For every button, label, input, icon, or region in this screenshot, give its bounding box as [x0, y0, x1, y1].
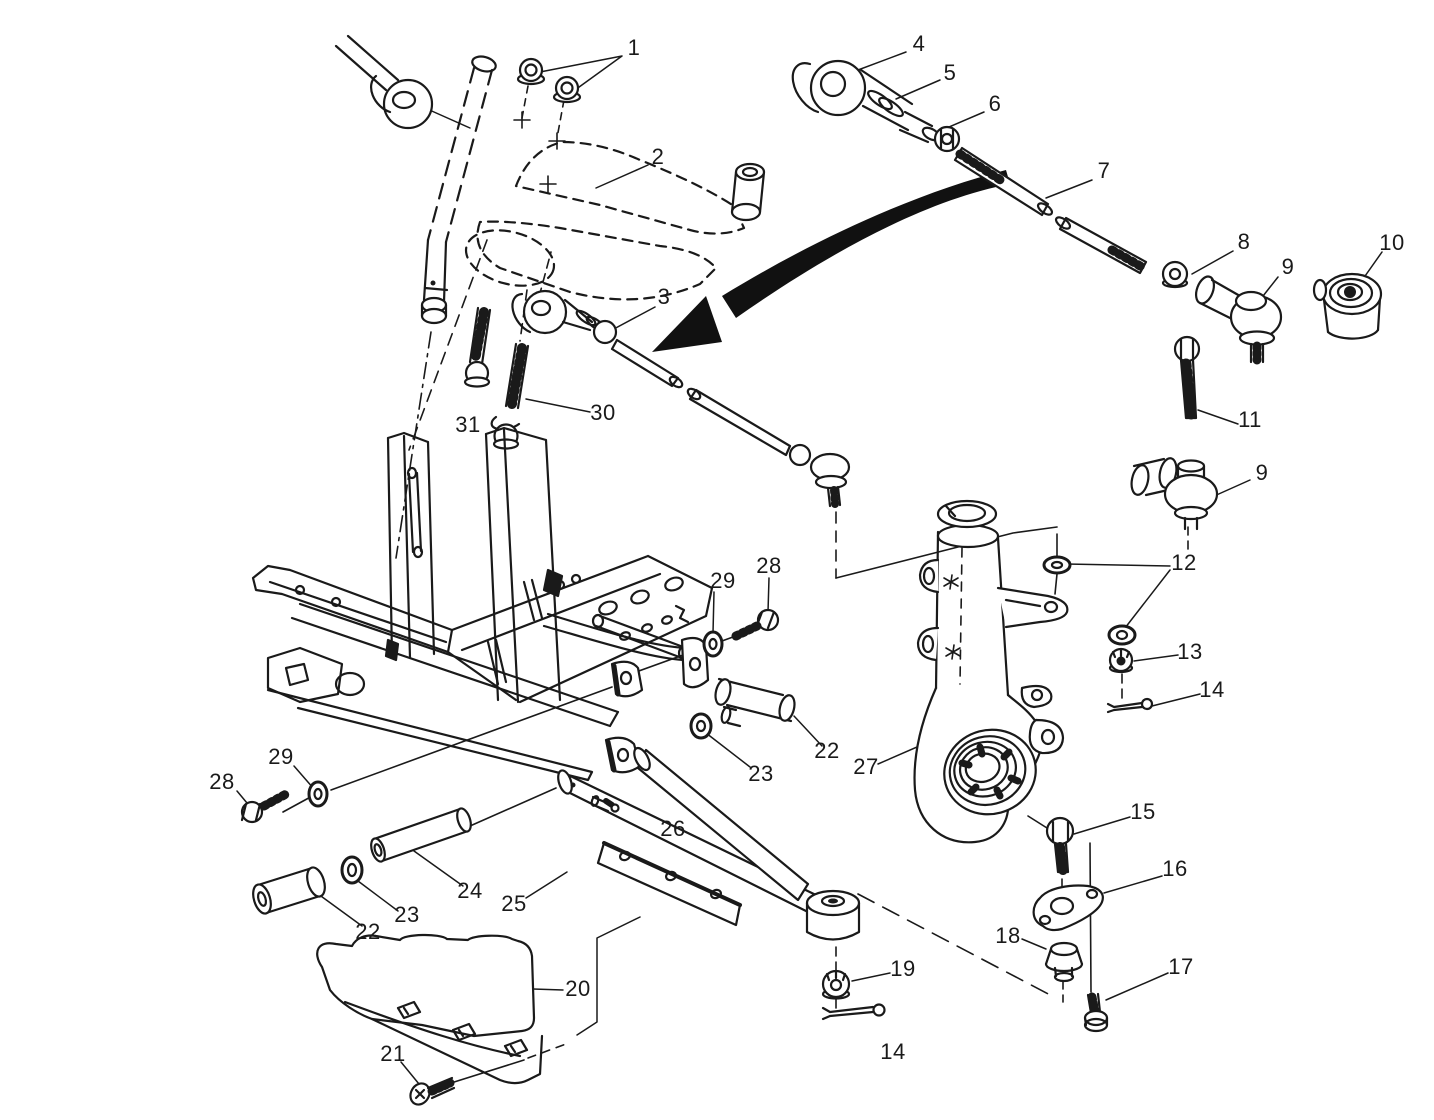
guard	[316, 933, 544, 1106]
callout-26: 26	[660, 816, 686, 841]
callout-25: 25	[501, 891, 527, 916]
callout-19: 19	[890, 956, 916, 981]
mount-bolts	[463, 306, 530, 450]
callout-24: 24	[457, 878, 483, 903]
callout-28: 28	[209, 769, 235, 794]
callout-1: 1	[627, 35, 641, 60]
upper-pivot-hardware	[689, 608, 796, 740]
callout-7: 7	[1097, 158, 1111, 183]
callout-2: 2	[651, 144, 665, 169]
steering-post	[334, 34, 766, 325]
callout-22: 22	[355, 919, 381, 944]
direction-arrow	[652, 170, 1010, 352]
callout-4: 4	[912, 31, 926, 56]
callout-15: 15	[1130, 799, 1156, 824]
callout-9: 9	[1281, 254, 1295, 279]
callout-13: 13	[1177, 639, 1203, 664]
callout-6: 6	[988, 91, 1002, 116]
balljoint-mount-hardware	[1032, 816, 1109, 1033]
callout-8: 8	[1237, 229, 1251, 254]
callout-14: 14	[880, 1039, 906, 1064]
callout-28: 28	[756, 553, 782, 578]
callout-14: 14	[1199, 677, 1225, 702]
callout-23: 23	[748, 761, 774, 786]
callout-23: 23	[394, 902, 420, 927]
a-arm	[557, 746, 886, 1021]
frame	[251, 426, 714, 782]
callout-20: 20	[565, 976, 591, 1001]
callout-5: 5	[943, 60, 957, 85]
callout-16: 16	[1162, 856, 1188, 881]
callout-29: 29	[710, 568, 736, 593]
outer-tie-rod	[791, 59, 1383, 365]
callout-10: 10	[1379, 230, 1405, 255]
callout-22: 22	[814, 738, 840, 763]
strut-knuckle	[913, 499, 1069, 844]
callout-9: 9	[1255, 460, 1269, 485]
lower-pivot-hardware	[240, 780, 472, 915]
callout-30: 30	[590, 400, 616, 425]
callout-11: 11	[1238, 407, 1262, 432]
callout-27: 27	[853, 754, 879, 779]
callout-29: 29	[268, 744, 294, 769]
callout-18: 18	[995, 923, 1021, 948]
callout-31: 31	[455, 412, 481, 437]
callout-12: 12	[1171, 550, 1197, 575]
inner-tie-rod	[511, 289, 851, 508]
callout-17: 17	[1168, 954, 1194, 979]
callout-3: 3	[657, 284, 671, 309]
callout-21: 21	[380, 1041, 406, 1066]
right-fasteners	[1042, 335, 1219, 714]
